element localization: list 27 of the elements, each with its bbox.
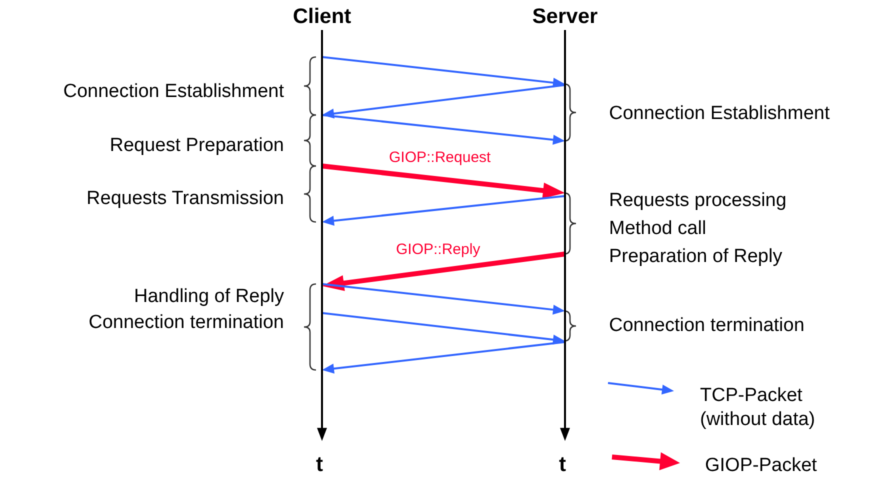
arrow: [322, 195, 566, 226]
phase-label: Connection termination: [609, 314, 804, 338]
arrow: [322, 252, 566, 292]
arrow: [322, 56, 565, 88]
phase-label: Handling of Reply: [134, 285, 284, 309]
lifeline-label: Client: [292, 4, 352, 30]
phase-label: Requests Transmission: [86, 187, 284, 211]
phase-label: Connection Establishment: [63, 80, 284, 104]
phase-label: Connection Establishment: [609, 102, 830, 126]
phase-label: Preparation of Reply: [609, 245, 782, 269]
legend-text: GIOP-Packet: [705, 454, 818, 478]
legend-text: TCP-Packet (without data): [700, 384, 816, 432]
edge-label: GIOP::Request: [388, 149, 492, 167]
phase-label: Method call: [609, 217, 706, 241]
arrow: [322, 114, 565, 145]
arrow: [322, 84, 566, 118]
phase-label: Requests processing: [609, 189, 786, 213]
arrow: [322, 341, 566, 374]
arrow: [322, 164, 565, 199]
phase-label: Connection termination: [88, 311, 284, 335]
time-label: t: [559, 452, 566, 478]
time-label: t: [316, 452, 323, 478]
arrow: [322, 312, 565, 345]
lifeline-label: Server: [532, 4, 598, 30]
phase-label: Request Preparation: [110, 134, 284, 158]
arrow: [322, 283, 565, 315]
edge-label: GIOP::Reply: [395, 241, 482, 259]
